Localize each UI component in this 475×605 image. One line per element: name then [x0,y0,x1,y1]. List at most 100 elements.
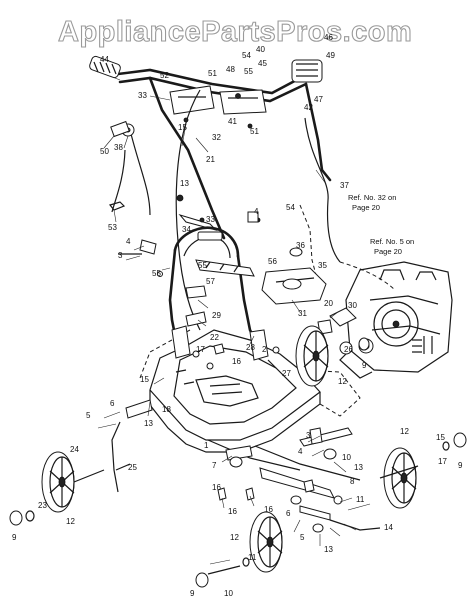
leader-lines [97,75,371,565]
callout: 52 [160,71,169,80]
callout: 21 [206,155,215,164]
callout-labels: 44 33 52 51 48 54 40 55 45 46 49 47 42 5… [12,33,463,598]
callout: 41 [228,117,237,126]
callout: 2 [262,345,267,354]
reference-note-line2: Page 20 [374,247,402,256]
callout: 11 [356,495,365,504]
reference-note-line1: Ref. No. 32 on [348,193,396,202]
callout: 3 [118,251,123,260]
callout: 55 [244,67,253,76]
callout: 13 [144,419,153,428]
reference-notes: Ref. No. 32 on Page 20 Ref. No. 5 on Pag… [348,193,414,256]
callout: 25 [128,463,137,472]
callout: 34 [182,225,191,234]
callout: 13 [354,463,363,472]
wheel-hardware [9,337,467,588]
upper-handle [89,55,332,240]
callout: 4 [126,237,131,246]
callout: 10 [342,453,351,462]
callout: 12 [338,377,347,386]
callout: 29 [212,311,221,320]
callout: 14 [384,523,393,532]
wheel-rear-right [295,325,329,387]
callout: 16 [264,505,273,514]
callout: 12 [400,427,409,436]
callout: 32 [212,133,221,142]
callout: 8 [350,477,355,486]
callout: 15 [178,123,187,132]
callout: 47 [314,95,323,104]
callout: 18 [162,405,171,414]
callout: 12 [230,533,239,542]
callout: 48 [226,65,235,74]
callout: 11 [248,553,257,562]
callout: 13 [324,545,333,554]
callout: 44 [100,55,109,64]
callout: 49 [326,51,335,60]
callout: 15 [436,433,445,442]
callout: 37 [340,181,349,190]
engine [339,261,453,379]
callout: 6 [286,509,291,518]
callout: 26 [344,345,353,354]
callout: 36 [296,241,305,250]
callout: 51 [250,127,259,136]
callout: 51 [208,69,217,78]
wheel-front-left [41,451,75,513]
callout: 53 [108,223,117,232]
callout: 13 [180,179,189,188]
callout: 4 [254,207,259,216]
callout: 5 [86,411,91,420]
callout: 3 [306,431,311,440]
callout: 54 [242,51,251,60]
callout: 33 [206,215,215,224]
callout: 31 [298,309,307,318]
callout: 9 [458,461,463,470]
callout: 40 [256,45,265,54]
callout: 9 [190,589,195,598]
callout: 6 [110,399,115,408]
callout: 50 [100,147,109,156]
callout: 22 [210,333,219,342]
callout: 42 [304,103,313,112]
callout: 17 [196,345,205,354]
callout: 54 [286,203,295,212]
callout: 9 [12,533,17,542]
fuel-tank [261,247,327,305]
callout: 16 [228,507,237,516]
lower-handle [118,226,264,354]
callout: 20 [324,299,333,308]
callout: 35 [318,261,327,270]
handle-hardware [108,93,261,231]
callout: 38 [114,143,123,152]
callout: 55 [198,261,207,270]
callout: 24 [70,445,79,454]
callout: 4 [298,447,303,456]
callout: 27 [282,369,291,378]
reference-note-line2: Page 20 [352,203,380,212]
wheel-bottom-center [249,511,283,573]
callout: 17 [438,457,447,466]
callout: 1 [204,441,209,450]
callout: 7 [212,461,217,470]
reference-note-line1: Ref. No. 5 on [370,237,414,246]
callout: 55 [152,269,161,278]
callout: 57 [206,277,215,286]
callout: 45 [258,59,267,68]
callout: 30 [348,301,357,310]
callout: 16 [212,483,221,492]
callout: 16 [232,357,241,366]
callout: 12 [66,517,75,526]
watermark-text: AppliancePartsPros.com [58,16,412,48]
callout: 23 [38,501,47,510]
callout: 9 [362,361,367,370]
callout: 5 [300,533,305,542]
wheel-front-right [383,447,417,509]
callout: 15 [140,375,149,384]
callout: 56 [268,257,277,266]
callout: 33 [138,91,147,100]
callout: 46 [324,33,333,42]
callout: 28 [246,343,255,352]
